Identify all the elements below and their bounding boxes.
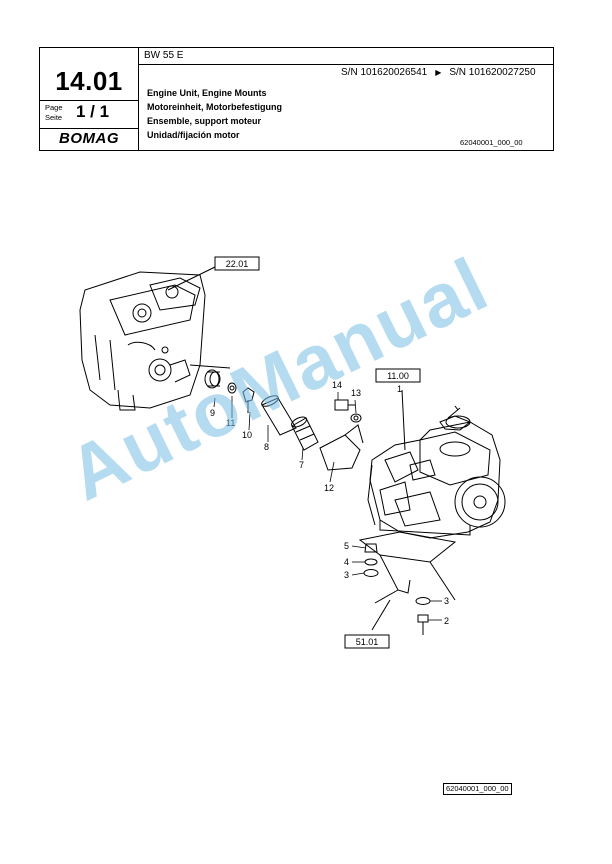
- model-name: BW 55 E: [144, 50, 184, 61]
- page-label: Page: [45, 103, 63, 112]
- leader-line: [401, 389, 406, 451]
- callout-1: 1: [397, 384, 402, 394]
- ref-box-label: 51.01: [356, 637, 379, 647]
- divider: [138, 64, 554, 65]
- page-value: 1 / 1: [76, 102, 110, 121]
- title-block: Engine Unit, Engine Mounts Motoreinheit,…: [147, 86, 282, 142]
- mount-hardware: [363, 543, 431, 635]
- footer-doc-id: 62040001_000_00: [443, 783, 512, 795]
- callout-13: 13: [351, 388, 361, 398]
- callout-14: 14: [332, 380, 342, 390]
- ref-box-label: 22.01: [226, 259, 249, 269]
- callout-10: 10: [242, 430, 252, 440]
- title-de: Motoreinheit, Motorbefestigung: [147, 102, 282, 112]
- ref-box: [375, 368, 421, 383]
- bomag-logo: BOMAG: [59, 130, 119, 147]
- page-labels: Page Seite: [45, 103, 63, 123]
- serial-from: S/N 101620026541: [341, 67, 428, 78]
- callout-7: 7: [299, 460, 304, 470]
- title-es: Unidad/fijación motor: [147, 130, 240, 140]
- callout-4: 4: [344, 557, 349, 567]
- callout-3: 3: [444, 596, 449, 606]
- seite-label: Seite: [45, 113, 63, 122]
- arrow-right-icon: ▶: [435, 68, 442, 77]
- callout-11: 11: [226, 418, 235, 428]
- divider: [138, 48, 139, 151]
- callout-3: 3: [344, 570, 349, 580]
- callout-9: 9: [210, 408, 215, 418]
- ref-box: [344, 634, 390, 649]
- exploded-parts-diagram: 22.01 11.00 51.01 1 2 3 3 4 5 7 8 9 10 1…: [79, 256, 506, 649]
- callout-12: 12: [324, 483, 334, 493]
- title-en: Engine Unit, Engine Mounts: [147, 88, 267, 98]
- leader-line: [167, 266, 216, 291]
- ref-box-label: 11.00: [387, 371, 409, 381]
- serial-range: S/N 101620026541 ▶ S/N 101620027250: [341, 67, 536, 78]
- header-block: BW 55 E S/N 101620026541 ▶ S/N 10162002725…: [39, 47, 554, 151]
- title-fr: Ensemble, support moteur: [147, 116, 262, 126]
- ref-box: [214, 256, 260, 271]
- callout-8: 8: [264, 442, 269, 452]
- gearbox-housing: [79, 271, 206, 411]
- divider: [40, 100, 138, 101]
- divider: [40, 128, 138, 129]
- doc-id: 62040001_000_00: [460, 138, 523, 147]
- serial-to: S/N 101620027250: [449, 67, 536, 78]
- engine: [358, 405, 506, 601]
- leader-line: [371, 599, 391, 631]
- section-number: 14.01: [55, 66, 123, 96]
- callout-2: 2: [444, 616, 449, 626]
- coupling-parts: [189, 364, 364, 471]
- callout-5: 5: [344, 541, 349, 551]
